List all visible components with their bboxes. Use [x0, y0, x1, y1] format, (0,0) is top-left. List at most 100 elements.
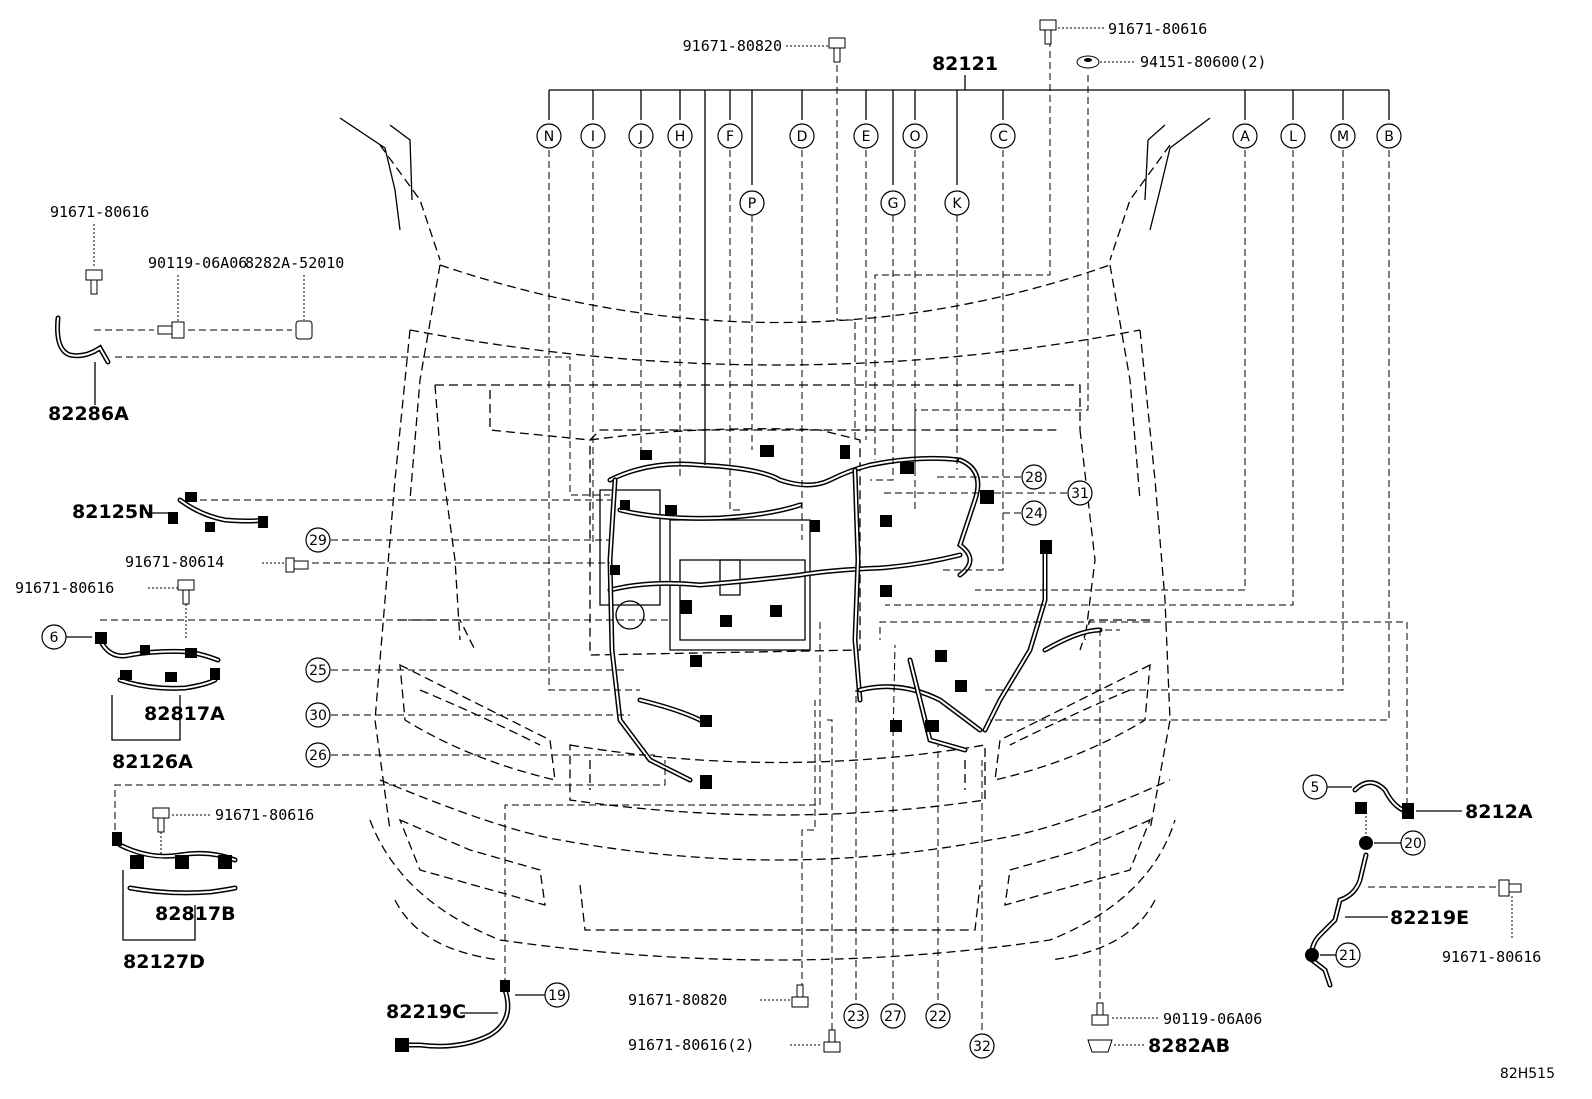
bolt-icon	[1498, 879, 1522, 897]
part-82125N-group: 82125N	[72, 492, 612, 532]
grommet-icon	[1359, 836, 1373, 850]
letter-L: L	[1280, 123, 1306, 149]
fastener-label: 91671-80616	[215, 806, 314, 824]
bolt-icon	[791, 984, 809, 1008]
svg-text:24: 24	[1025, 506, 1043, 522]
part-label-8282AB: 8282AB	[1148, 1035, 1230, 1057]
fastener-label: 91671-80616	[1108, 20, 1207, 38]
svg-text:20: 20	[1404, 836, 1422, 852]
svg-text:M: M	[1337, 129, 1349, 145]
svg-text:21: 21	[1339, 948, 1357, 964]
letter-B: B	[1376, 123, 1402, 149]
part-8212A-group: 5 8212A 20 91671-80616 82219E 21	[879, 621, 1541, 988]
diagram-code: 82H515	[1500, 1066, 1555, 1082]
svg-text:22: 22	[929, 1009, 947, 1025]
svg-text:O: O	[909, 129, 920, 145]
svg-text:30: 30	[309, 708, 327, 724]
letter-H: H	[667, 123, 693, 149]
bolt-icon	[1091, 1002, 1109, 1026]
fastener-label: 90119-06A06	[1163, 1010, 1262, 1028]
part-8282AB-group: 90119-06A06 8282AB	[1087, 629, 1262, 1057]
letter-J: J	[628, 123, 654, 149]
svg-text:I: I	[591, 129, 595, 145]
part-label-82219E: 82219E	[1390, 907, 1469, 929]
letter-O: O	[902, 123, 928, 149]
callout-26: 26	[305, 742, 331, 768]
letter-A: A	[1232, 123, 1258, 149]
callout-27: 27	[880, 1003, 906, 1029]
letter-C: C	[990, 123, 1016, 149]
part-label-82219C: 82219C	[386, 1001, 466, 1023]
callout-5: 5	[1302, 774, 1328, 800]
part-label-82127D: 82127D	[123, 951, 205, 973]
fastener-label: 91671-80616(2)	[628, 1036, 754, 1054]
callout-30: 30	[305, 702, 331, 728]
bolt-icon	[823, 1029, 841, 1053]
callout-31: 31	[1067, 480, 1093, 506]
svg-text:J: J	[638, 129, 643, 145]
bottom-center-callouts: 91671-80820 91671-80616(2) 23 27 22 32	[628, 644, 995, 1059]
svg-text:H: H	[675, 129, 686, 145]
fastener-label: 91671-80820	[628, 991, 727, 1009]
svg-text:29: 29	[309, 533, 327, 549]
callout-23: 23	[843, 1003, 869, 1029]
svg-text:6: 6	[50, 630, 59, 646]
bolt-icon	[157, 321, 185, 339]
left-middle-callouts: 29 91671-80614	[125, 527, 610, 573]
bolt-icon	[828, 37, 846, 63]
top-fasteners: 91671-80820 91671-80616 94151-80600(2)	[683, 19, 1266, 71]
letter-F: F	[717, 123, 743, 149]
letter-I: I	[580, 123, 606, 149]
nut-icon	[1076, 55, 1100, 69]
bolt-icon	[177, 579, 195, 605]
svg-text:D: D	[797, 129, 808, 145]
bolt-icon	[85, 269, 103, 295]
svg-text:P: P	[748, 196, 756, 212]
letter-leaders	[548, 40, 1390, 721]
part-82126A-group: 91671-80616 6 82817A 82126A	[15, 579, 671, 773]
part-label-82286A: 82286A	[48, 403, 129, 425]
main-part-number: 82121	[932, 53, 998, 75]
callout-32: 32	[969, 1033, 995, 1059]
svg-text:E: E	[862, 129, 871, 145]
connector-letter-bus	[548, 75, 1390, 465]
letter-P: P	[739, 190, 765, 216]
clip-icon	[295, 320, 313, 340]
svg-text:23: 23	[847, 1009, 865, 1025]
callout-24: 24	[1021, 500, 1047, 526]
svg-text:B: B	[1384, 129, 1394, 145]
part-82127D-group: 91671-80616 82817B 82127D	[112, 760, 666, 973]
part-82219C-group: 19 82219C	[386, 620, 821, 1052]
fastener-label: 90119-06A06	[148, 254, 247, 272]
engine-harness	[589, 428, 1103, 789]
callout-28: 28	[1021, 464, 1047, 490]
svg-text:32: 32	[973, 1039, 991, 1055]
callout-20: 20	[1400, 830, 1426, 856]
fastener-label: 91671-80614	[125, 553, 224, 571]
fastener-label: 91671-80616	[50, 203, 149, 221]
callout-25: 25	[305, 657, 331, 683]
part-label-82126A: 82126A	[112, 751, 193, 773]
svg-text:28: 28	[1025, 470, 1043, 486]
fastener-label: 8282A-52010	[245, 254, 344, 272]
vehicle-body-outline	[339, 117, 1211, 961]
svg-text:K: K	[952, 196, 962, 212]
callout-19: 19	[544, 982, 570, 1008]
bolt-icon	[285, 557, 309, 573]
letter-G: G	[880, 190, 906, 216]
connector-letter-labels: N I J H F D E O C A L M B P G K	[536, 123, 1402, 216]
svg-text:27: 27	[884, 1009, 902, 1025]
fastener-label: 91671-80616	[15, 579, 114, 597]
callout-29: 29	[305, 527, 331, 553]
left-lower-callouts: 25 30 26	[305, 657, 655, 768]
svg-text:26: 26	[309, 748, 327, 764]
svg-text:C: C	[998, 129, 1008, 145]
svg-text:31: 31	[1071, 486, 1089, 502]
part-82286A-group: 91671-80616 90119-06A06 8282A-52010 8228…	[48, 203, 610, 496]
bolt-icon	[1039, 19, 1057, 45]
part-label-82817A: 82817A	[144, 703, 225, 725]
clip-icon	[1087, 1039, 1113, 1053]
part-label-8212A: 8212A	[1465, 801, 1533, 823]
callout-6: 6	[41, 624, 67, 650]
bolt-icon	[152, 807, 170, 833]
